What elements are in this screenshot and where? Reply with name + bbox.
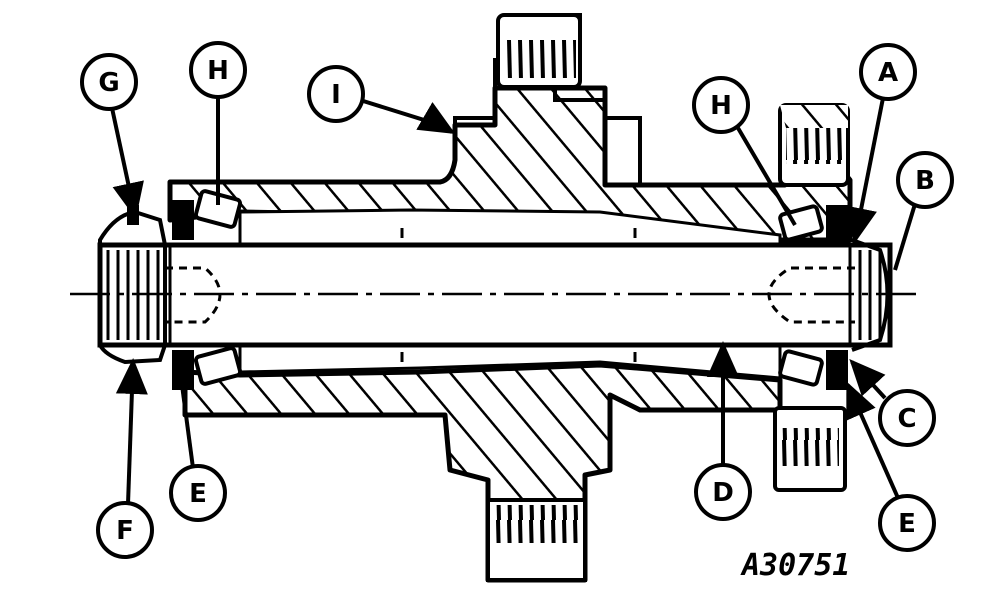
callout-B: B: [896, 151, 954, 209]
svg-text:H: H: [207, 56, 229, 86]
callout-E-left: E: [169, 464, 227, 522]
gear-lower-right: [773, 406, 847, 492]
figure-id-label: A30751: [740, 548, 850, 583]
callout-A: A: [859, 43, 917, 101]
callout-H-left: H: [189, 41, 247, 99]
svg-text:G: G: [98, 68, 119, 98]
hub-housing-lower: [182, 343, 783, 583]
bearing-left-lower: [172, 346, 243, 390]
gear-upper-right: [778, 103, 850, 187]
bearing-right-lower: [778, 349, 848, 390]
svg-text:C: C: [897, 404, 916, 434]
svg-text:H: H: [710, 91, 732, 121]
svg-text:A: A: [878, 58, 898, 88]
callout-I: I: [307, 65, 365, 123]
callout-C: C: [878, 389, 936, 447]
spindle-shaft: [70, 228, 920, 362]
callout-E-right: E: [878, 494, 936, 552]
svg-text:D: D: [712, 478, 734, 508]
svg-text:E: E: [898, 509, 916, 539]
leader-lines: [110, 96, 917, 505]
callout-D: D: [694, 463, 752, 521]
gear-upper-center: [496, 13, 582, 89]
right-nut: [851, 238, 890, 352]
bearing-left-upper: [172, 189, 243, 240]
svg-text:B: B: [915, 166, 935, 196]
callout-F: F: [96, 501, 154, 559]
callout-G: G: [80, 53, 138, 111]
gear-lower-center: [486, 498, 587, 582]
svg-text:F: F: [116, 516, 134, 546]
svg-text:E: E: [189, 479, 207, 509]
svg-text:I: I: [331, 80, 341, 110]
callout-H-right: H: [692, 76, 750, 134]
